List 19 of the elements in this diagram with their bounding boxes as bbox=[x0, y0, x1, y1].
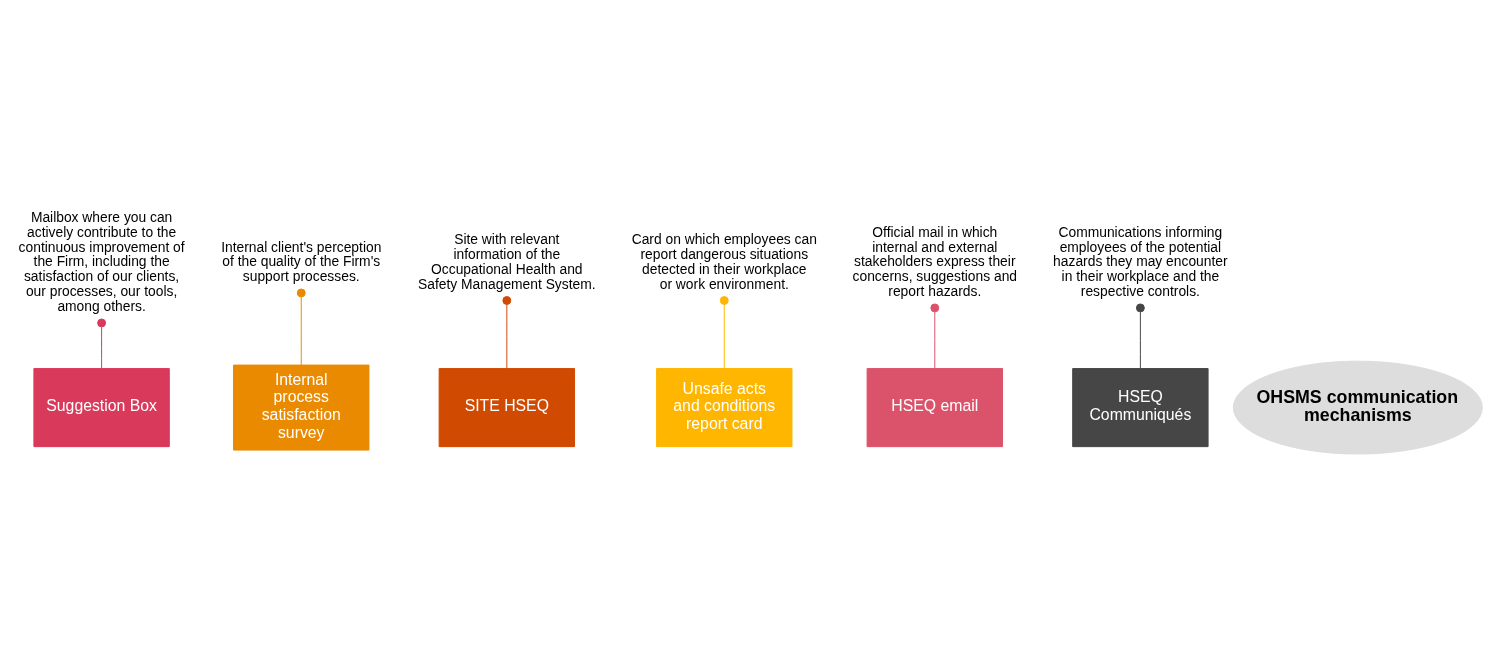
connector bbox=[930, 302, 940, 369]
node-box: HSEQ Communiqués bbox=[1072, 367, 1209, 447]
node-box: HSEQ email bbox=[866, 367, 1003, 447]
node-text: Communications informing employees of the potential hazards they may encounter in their workplace and the respective controls. bbox=[1053, 223, 1228, 299]
connector bbox=[719, 295, 729, 369]
node-text: Internal client's perception of the quality of the Firm's support processes. bbox=[221, 238, 382, 284]
connector bbox=[1135, 302, 1145, 369]
connector bbox=[296, 288, 306, 365]
node-ellipse: OHSMS communication mechanisms bbox=[1232, 360, 1483, 455]
connector bbox=[502, 295, 512, 369]
node-box: Internal process satisfaction survey bbox=[233, 364, 370, 451]
node-text: Card on which employees can report dangerous situations detected in their workplace or work environment. bbox=[631, 230, 817, 292]
node-text: Official mail in which internal and external stakeholders express their concerns, suggestions and report hazards. bbox=[852, 223, 1018, 299]
node-box: Suggestion Box bbox=[33, 367, 170, 447]
node-box: Unsafe acts and conditions report card bbox=[656, 367, 793, 447]
node-text: Mailbox where you can actively contribute to the continuous improvement of the Firm, including the satisfaction of our clients, our processes, our tools, among others. bbox=[18, 208, 185, 314]
node-text: Site with relevant information of the Occupational Health and Safety Management System. bbox=[418, 230, 596, 292]
node-box: SITE HSEQ bbox=[438, 367, 576, 447]
connector bbox=[97, 318, 107, 369]
